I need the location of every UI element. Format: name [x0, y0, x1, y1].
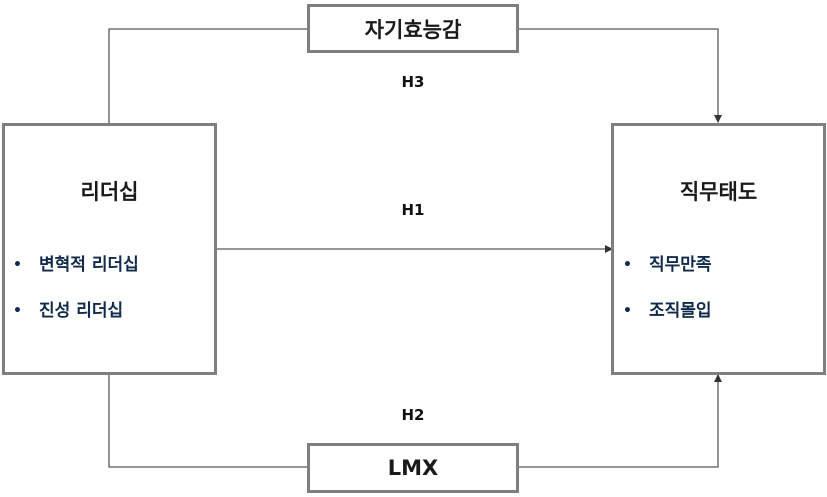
- self-efficacy-label: 자기효능감: [364, 17, 462, 42]
- path-h2-leadership-to-lmx: [108, 374, 308, 468]
- hypothesis-h1-label: H1: [401, 201, 425, 219]
- leadership-box: 리더십 • 변혁적 리더십 • 진성 리더십: [2, 123, 217, 375]
- bullet-icon: •: [13, 257, 22, 273]
- job-attitude-item-label: 직무만족: [649, 255, 712, 275]
- bullet-icon: •: [13, 303, 22, 319]
- leadership-title: 리더십: [80, 180, 139, 204]
- path-h3-leadership-to-self-efficacy: [108, 28, 308, 124]
- hypothesis-h2-label: H2: [401, 406, 425, 424]
- hypothesis-h3-label: H3: [401, 73, 425, 91]
- job-attitude-box: 직무태도 • 직무만족 • 조직몰입: [611, 123, 826, 375]
- path-h2-lmx-to-job-attitude: [518, 374, 722, 468]
- job-attitude-title: 직무태도: [679, 180, 758, 204]
- self-efficacy-box: 자기효능감: [307, 4, 519, 53]
- path-h3-self-efficacy-to-job-attitude: [518, 28, 722, 123]
- lmx-box: LMX: [307, 443, 519, 493]
- bullet-icon: •: [623, 257, 632, 273]
- bullet-icon: •: [623, 303, 632, 319]
- job-attitude-item-label: 조직몰입: [649, 301, 712, 321]
- leadership-item-label: 변혁적 리더십: [39, 255, 139, 275]
- leadership-item-label: 진성 리더십: [39, 301, 124, 321]
- lmx-label: LMX: [387, 456, 439, 480]
